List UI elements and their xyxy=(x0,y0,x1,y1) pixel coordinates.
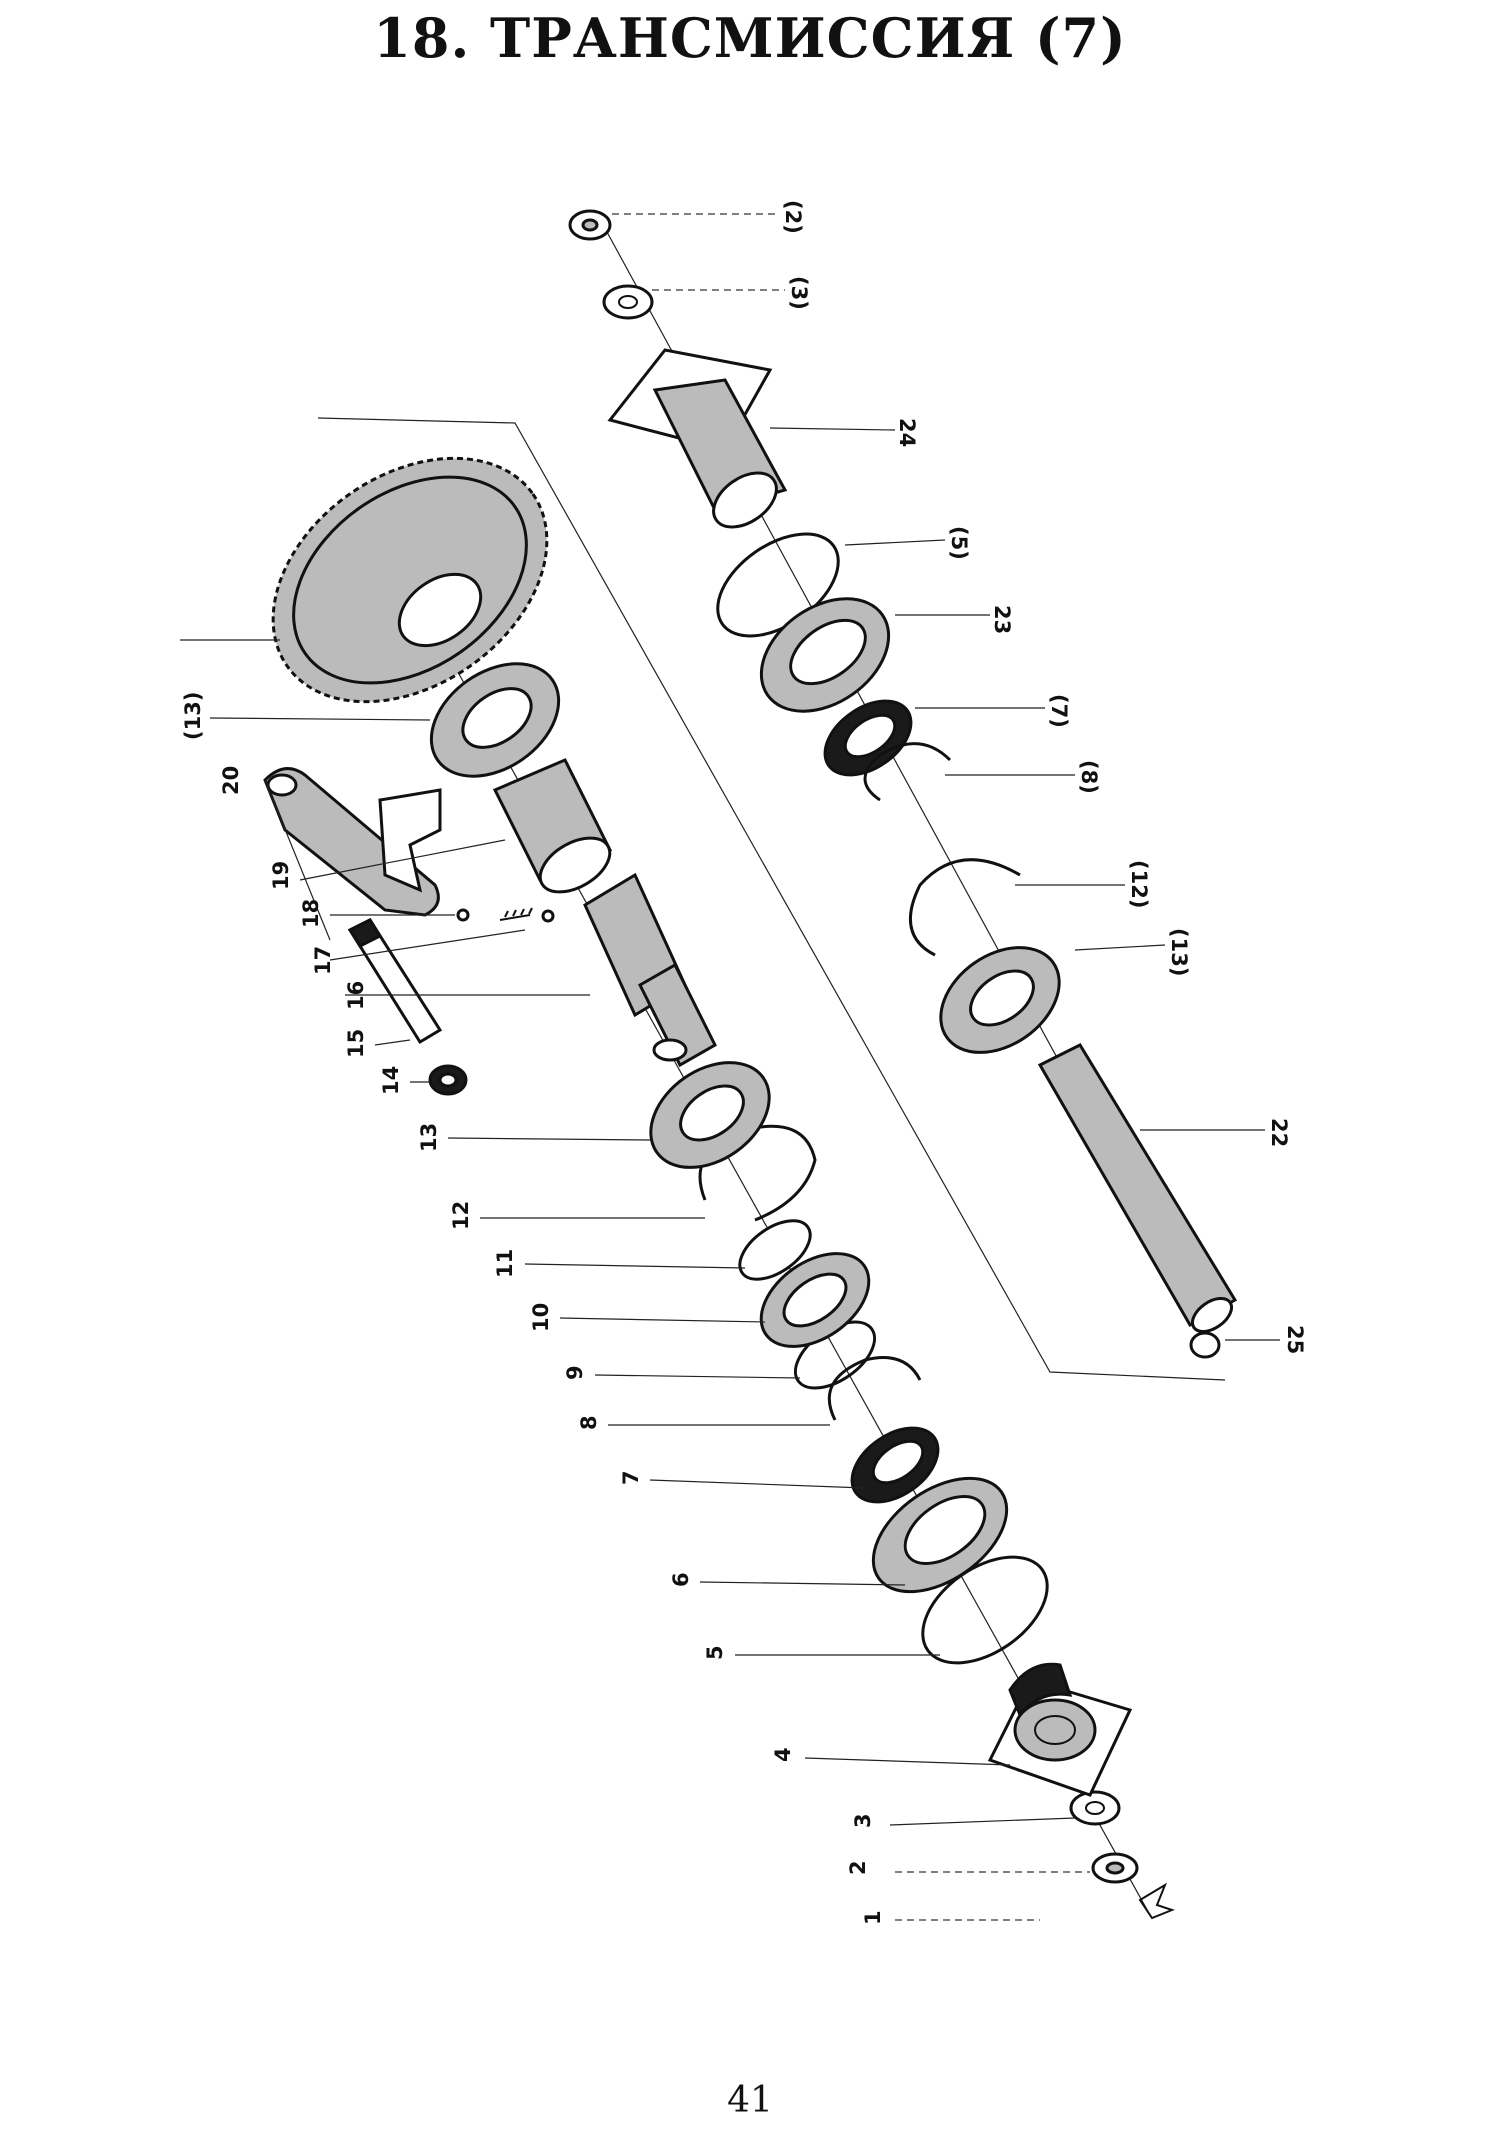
label-25: 25 xyxy=(1283,1325,1307,1354)
label-1: 1 xyxy=(861,1910,885,1925)
end-cap-part xyxy=(1189,1331,1221,1359)
label-15: 15 xyxy=(344,1029,368,1058)
output-shaft-part xyxy=(1037,1043,1238,1334)
assembly-bracket xyxy=(317,417,1226,1381)
part-labels: 1 2 3 4 5 6 7 8 9 10 11 12 13 14 15 16 1… xyxy=(181,692,885,1925)
shift-rod-part xyxy=(347,918,443,1045)
page-title: 18. ТРАНСМИССИЯ (7) xyxy=(373,6,1127,70)
snap-ring-part xyxy=(827,1356,922,1421)
label-7: 7 xyxy=(619,1470,643,1485)
spur-gear-part xyxy=(271,456,549,704)
upper-retainer-part xyxy=(759,597,891,713)
label-9: 9 xyxy=(563,1365,587,1380)
label-12-paren: (12) xyxy=(1127,860,1151,908)
label-16: 16 xyxy=(344,981,368,1010)
label-7-paren: (7) xyxy=(1047,694,1071,728)
upper-oil-seal-part xyxy=(823,699,913,777)
lower-shaft-bearing-part xyxy=(939,946,1061,1054)
oil-seal-part xyxy=(850,1426,940,1504)
flange-housing-part xyxy=(987,1662,1133,1797)
upper-snap-ring-large-part xyxy=(908,858,1021,957)
label-14: 14 xyxy=(379,1066,403,1095)
retainer-plate-part xyxy=(871,1476,1009,1594)
page-number: 41 xyxy=(727,2080,773,2121)
label-3: 3 xyxy=(851,1813,875,1828)
upper-castle-nut-part xyxy=(568,209,612,241)
splined-shaft-part xyxy=(583,872,717,1068)
label-24: 24 xyxy=(895,418,919,447)
label-13: 13 xyxy=(417,1123,441,1152)
label-17: 17 xyxy=(311,946,335,975)
label-8: 8 xyxy=(577,1415,601,1430)
detent-spring-part xyxy=(456,907,555,923)
label-3-paren: (3) xyxy=(787,276,811,310)
label-10: 10 xyxy=(529,1303,553,1332)
label-12: 12 xyxy=(449,1201,473,1230)
upper-flange-housing-part xyxy=(607,348,788,529)
part-labels-upper: 22 23 24 25 (2) (3) (5) (7) (8) (12) (13… xyxy=(781,200,1307,1354)
ball-bearing-part xyxy=(649,1061,771,1169)
label-5: 5 xyxy=(703,1645,727,1660)
upper-snap-ring-part xyxy=(863,742,952,802)
bearing-part xyxy=(759,1252,871,1348)
label-2-paren: (2) xyxy=(781,200,805,234)
label-23: 23 xyxy=(990,605,1014,634)
shift-sleeve-part xyxy=(492,758,613,894)
label-22: 22 xyxy=(1267,1118,1291,1147)
washer-part xyxy=(1069,1790,1121,1826)
cotter-pin-part xyxy=(1138,1882,1175,1920)
label-5-paren: (5) xyxy=(947,526,971,560)
spacer-part xyxy=(738,1219,812,1281)
label-19: 19 xyxy=(269,861,293,890)
label-13b-paren: (13) xyxy=(1167,928,1191,976)
upper-washer-part xyxy=(602,284,654,320)
leader-lines xyxy=(180,213,1280,1921)
label-8-paren: (8) xyxy=(1077,760,1101,794)
label-20: 20 xyxy=(219,766,243,795)
label-11: 11 xyxy=(493,1249,517,1278)
label-2: 2 xyxy=(846,1860,870,1875)
label-6: 6 xyxy=(669,1572,693,1587)
castle-nut-part xyxy=(1091,1852,1139,1884)
label-18: 18 xyxy=(299,899,323,928)
upper-ball-bearing-part xyxy=(429,662,561,778)
label-13-paren: (13) xyxy=(181,692,205,740)
shift-fork-part xyxy=(263,767,442,917)
label-4: 4 xyxy=(771,1747,795,1762)
collar-part xyxy=(428,1064,468,1096)
